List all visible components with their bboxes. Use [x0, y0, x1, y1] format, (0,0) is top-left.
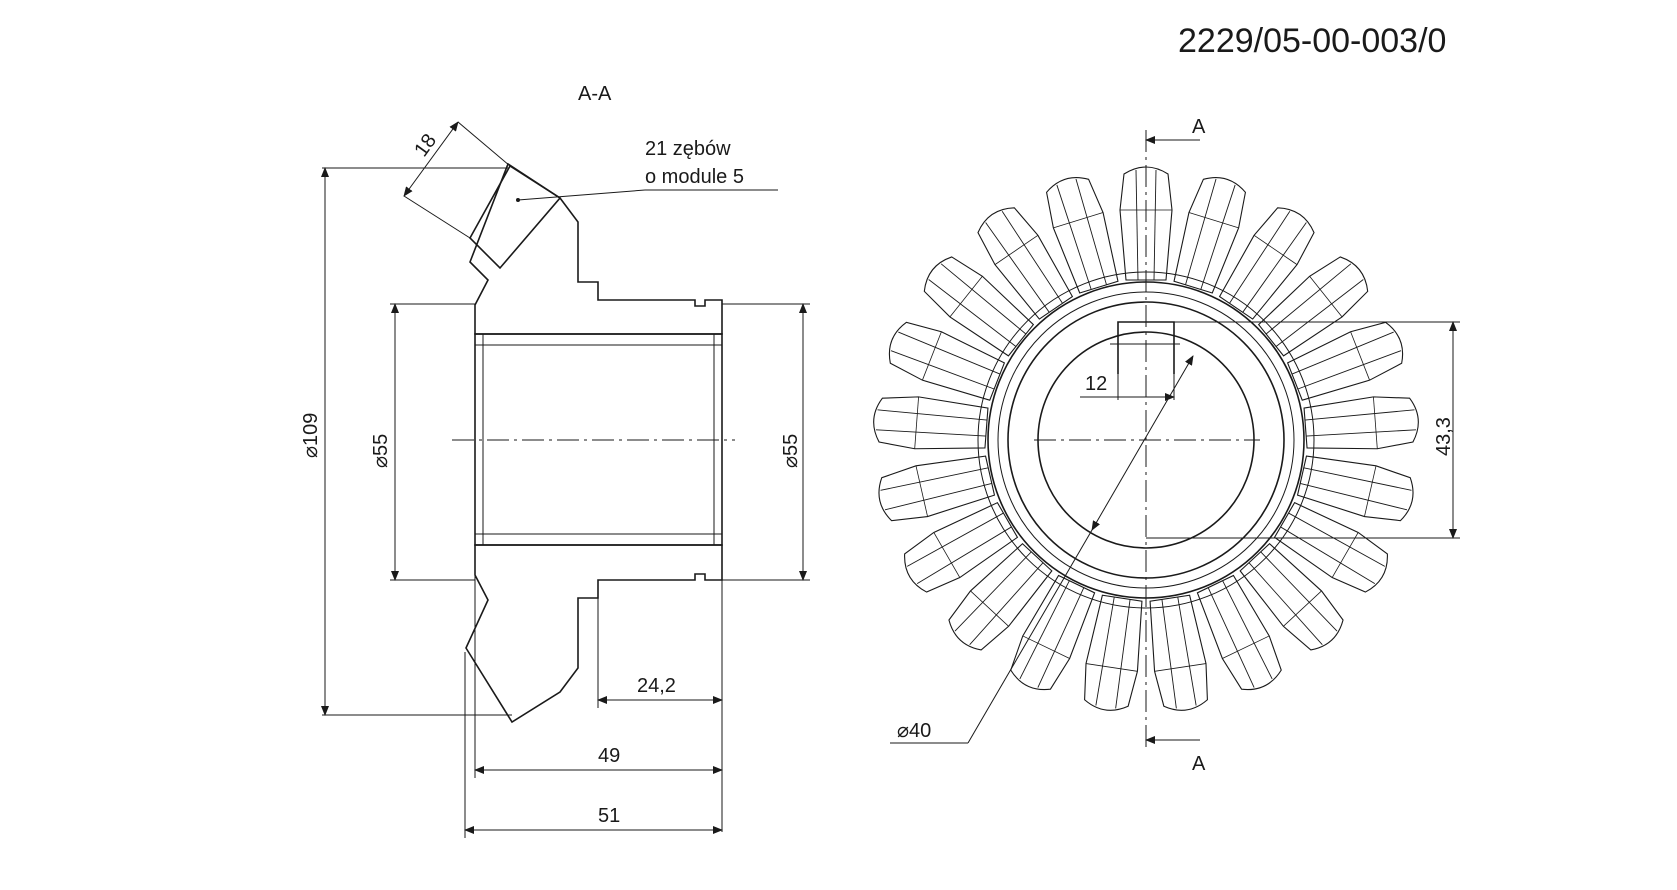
gear-tooth [1010, 574, 1096, 691]
section-body-lower [465, 544, 723, 724]
bore [474, 333, 723, 546]
dim-keyway-depth: 43,3 [1433, 417, 1455, 456]
gear-tooth [904, 501, 1019, 593]
gear-teeth [873, 166, 1419, 711]
gear-tooth [1273, 501, 1388, 593]
drawing-number: 2229/05-00-003/0 [1178, 22, 1446, 60]
section-body-upper [469, 162, 723, 335]
gear-tooth [1196, 574, 1282, 691]
gear-tooth [1286, 321, 1404, 401]
dim-tooth-width: 18 [410, 130, 441, 161]
gear-tooth [873, 396, 989, 450]
gear-tooth [1173, 177, 1247, 294]
dim-inner-diameter: ⌀40 [897, 720, 931, 742]
dim-keyway-width: 12 [1085, 373, 1107, 395]
gear-tooth [878, 455, 996, 522]
gear-tooth [1296, 455, 1414, 522]
gear-tooth [1149, 594, 1208, 711]
dim-length-49: 49 [598, 745, 620, 767]
dim-bore-left: ⌀55 [370, 434, 392, 468]
front-view: A A 12 43,3 ⌀40 [873, 116, 1460, 775]
gear-tooth [1218, 207, 1315, 320]
dim-bore-right: ⌀55 [780, 434, 802, 468]
tooth-face [469, 164, 562, 270]
section-view: A-A ⌀109 ⌀55 ⌀55 24,2 [300, 83, 810, 838]
gear-tooth [1045, 177, 1119, 294]
dim-length-51: 51 [598, 805, 620, 827]
section-marker-top: A [1192, 116, 1206, 138]
teeth-note-line2: o module 5 [645, 166, 744, 188]
section-marker-bottom: A [1192, 753, 1206, 775]
gear-tooth [1239, 542, 1344, 651]
teeth-note-line1: 21 zębów [645, 138, 731, 160]
dim-outer-diameter: ⌀109 [300, 413, 322, 458]
gear-tooth [1084, 594, 1143, 711]
gear-tooth [1303, 396, 1419, 450]
gear-tooth [948, 542, 1053, 651]
gear-tooth [1119, 166, 1173, 281]
section-label: A-A [578, 83, 612, 105]
gear-tooth [888, 321, 1006, 401]
gear-tooth [977, 207, 1074, 320]
dim-hub-length: 24,2 [637, 675, 676, 697]
gear-tooth [923, 256, 1035, 357]
